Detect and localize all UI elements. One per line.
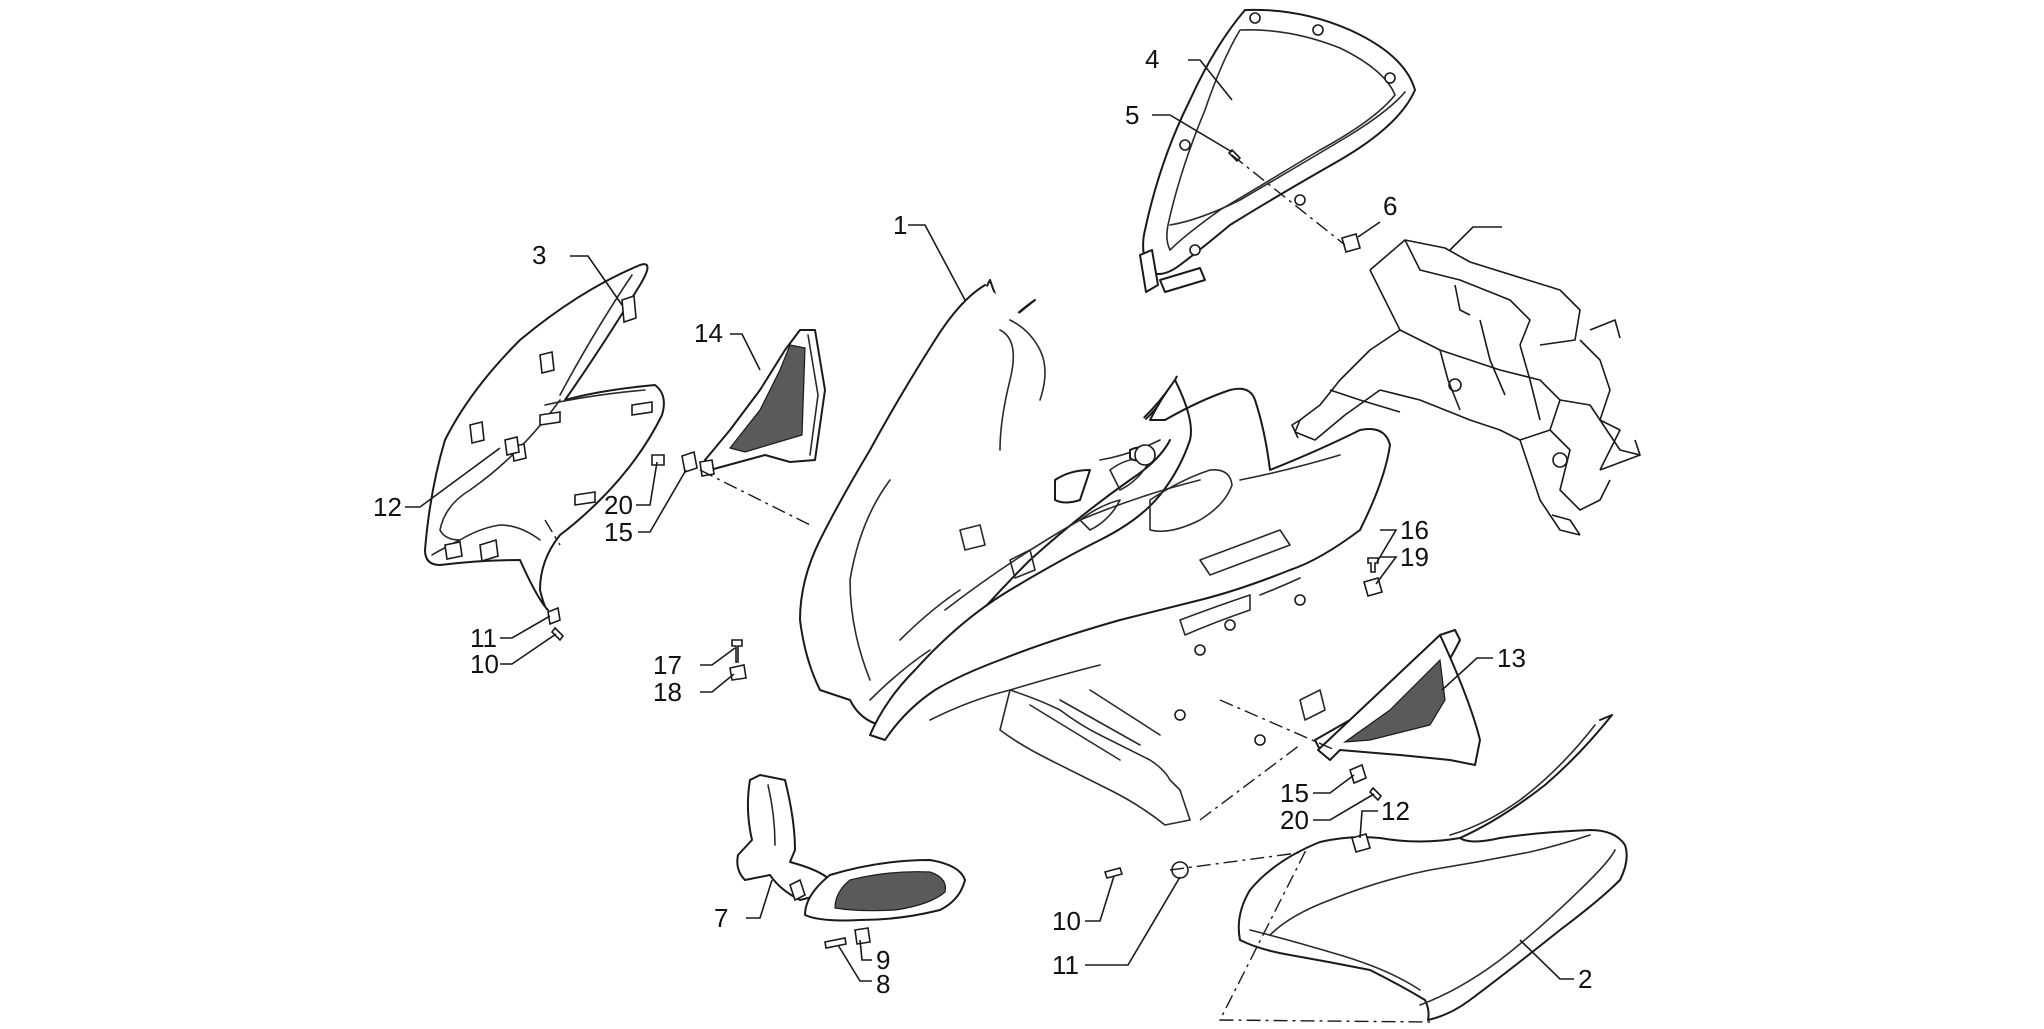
callout-5: 5 bbox=[1125, 100, 1139, 130]
front-subframe bbox=[1291, 239, 1641, 536]
clip-18 bbox=[729, 664, 747, 681]
callout-2: 2 bbox=[1578, 964, 1592, 994]
leader-lines bbox=[405, 59, 1574, 982]
screw-16 bbox=[1367, 557, 1379, 573]
callout-12-right: 12 bbox=[1381, 796, 1410, 826]
fasteners bbox=[504, 436, 1383, 949]
screw-20-right bbox=[1368, 786, 1383, 802]
callout-12-left: 12 bbox=[373, 492, 402, 522]
callout-4: 4 bbox=[1145, 44, 1159, 74]
part-6-clip bbox=[1341, 233, 1361, 253]
callout-10-left: 10 bbox=[470, 649, 499, 679]
clip-9 bbox=[854, 927, 871, 945]
assembly-lines bbox=[544, 154, 1431, 1023]
callout-18: 18 bbox=[653, 677, 682, 707]
callout-10-bottom: 10 bbox=[1052, 906, 1081, 936]
part-14-left-grille bbox=[699, 329, 826, 477]
part-7-lower-duct bbox=[736, 774, 966, 922]
clip-15-left bbox=[681, 450, 698, 474]
clip-15-right bbox=[1349, 763, 1367, 785]
callout-20-left: 20 bbox=[604, 490, 633, 520]
part-1-front-fairing bbox=[799, 279, 1391, 826]
callout-6: 6 bbox=[1383, 191, 1397, 221]
callout-13: 13 bbox=[1497, 643, 1526, 673]
callout-7: 7 bbox=[714, 903, 728, 933]
callout-11-bottom: 11 bbox=[1052, 950, 1079, 980]
callout-8: 8 bbox=[876, 969, 890, 999]
screw-8 bbox=[824, 937, 847, 949]
callout-14: 14 bbox=[694, 318, 723, 348]
callout-15-right: 15 bbox=[1280, 778, 1309, 808]
callout-17: 17 bbox=[653, 650, 682, 680]
nut-11-left bbox=[547, 606, 561, 626]
callout-3: 3 bbox=[532, 240, 546, 270]
part-2-right-panel bbox=[1237, 714, 1628, 1021]
part-13-right-grille bbox=[1314, 629, 1481, 766]
callout-19: 19 bbox=[1400, 542, 1429, 572]
part-3-left-panel bbox=[424, 263, 665, 611]
callout-1: 1 bbox=[893, 210, 907, 240]
callout-labels: 4 5 6 1 3 14 12 20 15 11 10 17 18 16 19 … bbox=[373, 44, 1592, 999]
callout-11-left: 11 bbox=[470, 623, 497, 653]
screw-20-left bbox=[651, 454, 665, 466]
clip-12-left bbox=[504, 436, 520, 456]
part-4-windscreen bbox=[1139, 8, 1416, 293]
screw-17 bbox=[731, 639, 743, 663]
callout-20-right: 20 bbox=[1280, 805, 1309, 835]
clip-12-right bbox=[1351, 833, 1371, 853]
screw-10-bottom bbox=[1103, 867, 1124, 879]
callout-15-left: 15 bbox=[604, 517, 633, 547]
callout-9: 9 bbox=[876, 945, 890, 975]
callout-16: 16 bbox=[1400, 515, 1429, 545]
part-5-screw bbox=[1227, 148, 1242, 163]
screw-10-left bbox=[550, 626, 565, 642]
